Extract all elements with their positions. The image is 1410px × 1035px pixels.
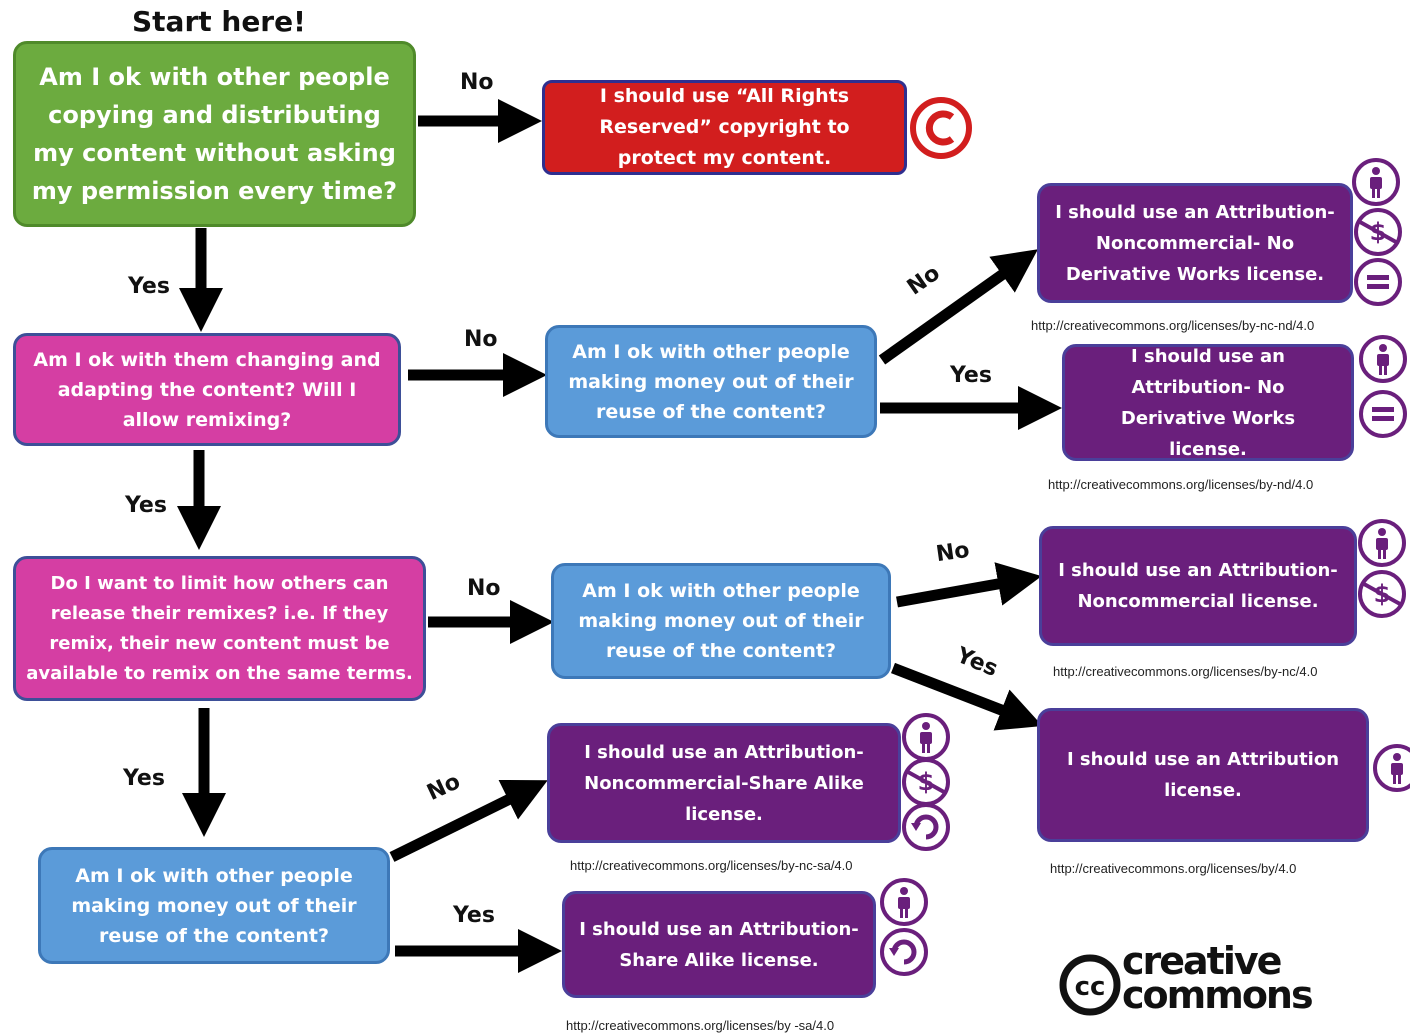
no-derivatives-icon — [1354, 258, 1402, 306]
copyright-icon — [910, 97, 972, 159]
result-by-text: I should use an Attribution license. — [1066, 749, 1340, 801]
label-yes-4: Yes — [123, 766, 165, 791]
url-by-nc-nd[interactable]: http://creativecommons.org/licenses/by-n… — [1031, 318, 1315, 333]
result-by-sa: I should use an Attribution- Share Alike… — [562, 891, 876, 998]
label-yes-2: Yes — [125, 493, 167, 518]
question-limit-remixes-text: Do I want to limit how others can releas… — [26, 572, 413, 684]
creative-commons-logo: cc creative commons — [1058, 941, 1348, 1022]
cc-circle-icon: cc — [1059, 954, 1121, 1016]
arrow-money2-no — [896, 562, 1042, 608]
url-by-nc-sa[interactable]: http://creativecommons.org/licenses/by-n… — [570, 858, 853, 873]
question-copying: Am I ok with other people copying and di… — [13, 41, 416, 227]
result-all-rights-reserved-text: I should use “All Rights Reserved” copyr… — [599, 85, 850, 169]
result-by-nc-sa: I should use an Attribution- Noncommerci… — [547, 723, 901, 843]
result-by-nd: I should use an Attribution- No Derivati… — [1062, 344, 1354, 461]
result-by: I should use an Attribution license. — [1037, 708, 1369, 842]
question-money-1: Am I ok with other people making money o… — [545, 325, 877, 438]
question-money-3-text: Am I ok with other people making money o… — [71, 864, 357, 947]
start-here-label: Start here! — [132, 5, 306, 38]
attribution-icon — [1352, 158, 1400, 206]
label-no-5: No — [934, 537, 972, 568]
cc-circle-text: cc — [1075, 972, 1106, 1002]
result-by-nc-text: I should use an Attribution- Noncommerci… — [1058, 560, 1338, 612]
label-no-1: No — [460, 70, 494, 95]
label-yes-3: Yes — [950, 363, 992, 388]
cc-logo-line1: creative — [1122, 939, 1282, 983]
question-money-1-text: Am I ok with other people making money o… — [568, 340, 854, 423]
label-yes-1: Yes — [128, 274, 170, 299]
question-money-2-text: Am I ok with other people making money o… — [578, 580, 864, 662]
attribution-icon — [880, 878, 928, 926]
url-by-sa[interactable]: http://creativecommons.org/licenses/by -… — [566, 1018, 835, 1033]
result-by-nc: I should use an Attribution- Noncommerci… — [1039, 526, 1357, 646]
cc-logo-line2: commons — [1122, 973, 1314, 1017]
attribution-icon — [1359, 335, 1407, 383]
result-by-nc-nd: I should use an Attribution- Noncommerci… — [1037, 183, 1353, 303]
attribution-icon — [1358, 519, 1406, 567]
question-money-2: Am I ok with other people making money o… — [551, 563, 891, 679]
arrow-money1-no — [878, 249, 1038, 365]
share-alike-icon — [880, 928, 928, 976]
url-by-nd[interactable]: http://creativecommons.org/licenses/by-n… — [1048, 477, 1314, 492]
attribution-icon — [1373, 744, 1410, 792]
label-yes-6: Yes — [453, 903, 495, 928]
url-by-nc[interactable]: http://creativecommons.org/licenses/by-n… — [1053, 664, 1318, 679]
question-adapt-text: Am I ok with them changing and adapting … — [33, 348, 381, 431]
no-derivatives-icon — [1359, 390, 1407, 438]
url-by[interactable]: http://creativecommons.org/licenses/by/4… — [1050, 861, 1297, 876]
question-limit-remixes: Do I want to limit how others can releas… — [13, 556, 426, 701]
result-by-nd-text: I should use an Attribution- No Derivati… — [1120, 345, 1296, 460]
result-by-sa-text: I should use an Attribution- Share Alike… — [579, 918, 859, 971]
noncommercial-icon: $ — [1358, 570, 1406, 618]
arrow-money3-no — [389, 779, 548, 862]
label-no-4: No — [467, 576, 501, 601]
label-no-2: No — [464, 327, 498, 352]
result-by-nc-nd-text: I should use an Attribution- Noncommerci… — [1055, 201, 1335, 285]
question-money-3: Am I ok with other people making money o… — [38, 847, 390, 964]
noncommercial-icon: $ — [1354, 208, 1402, 256]
share-alike-icon — [902, 803, 950, 851]
arrow-money2-yes — [891, 662, 1043, 731]
question-copying-text: Am I ok with other people copying and di… — [31, 63, 398, 205]
question-adapt: Am I ok with them changing and adapting … — [13, 333, 401, 446]
result-by-nc-sa-text: I should use an Attribution- Noncommerci… — [584, 741, 864, 825]
result-all-rights-reserved: I should use “All Rights Reserved” copyr… — [542, 80, 907, 175]
